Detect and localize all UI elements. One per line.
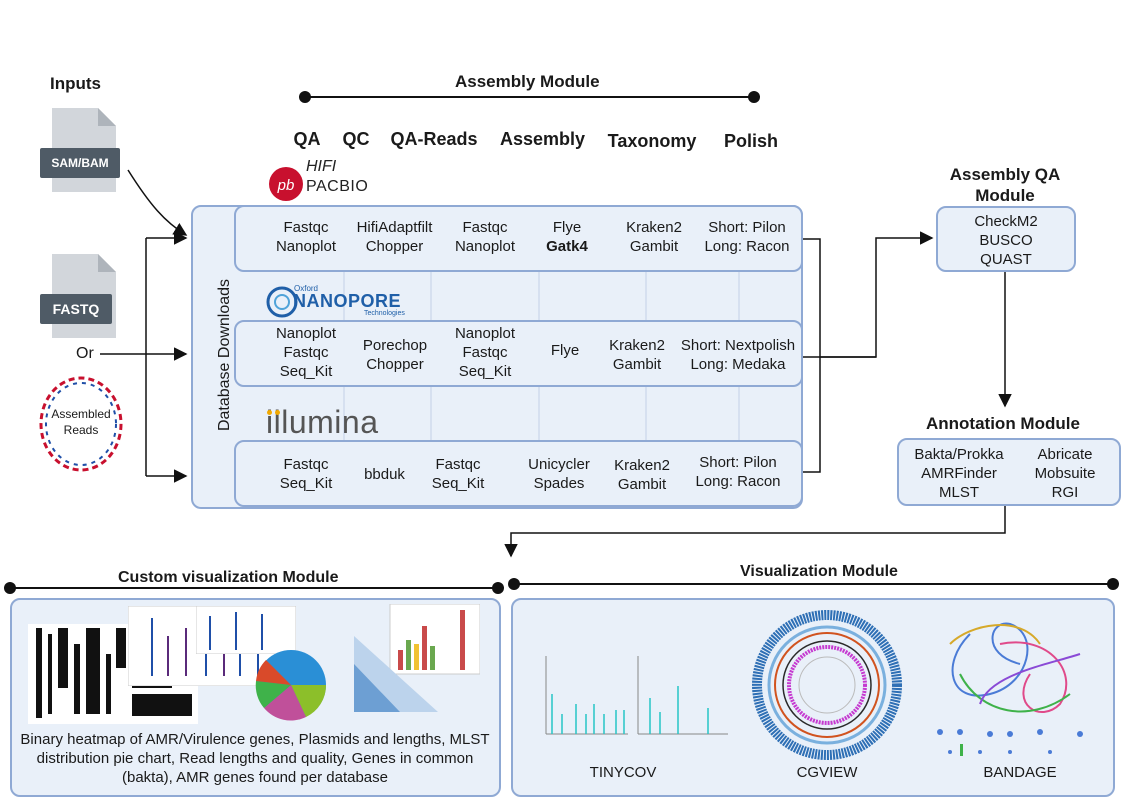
annotation-panel [897,438,1121,506]
col-header-qa-reads: QA-Reads [390,129,478,149]
assembly-qa-tools: CheckM2 BUSCO QUAST [974,213,1038,268]
inputs-title: Inputs [50,74,101,93]
col-header-qa: QA [293,129,321,149]
sam-bam-file: SAM/BAM [40,106,120,194]
annotation-to-viz-arrow [504,504,1006,558]
nanopore-text: NANOPORE [293,291,402,311]
pacbio-polish-tools: Short: Pilon Long: Racon [704,219,790,255]
pacbio-logo: pb HIFI PACBIO [268,158,378,201]
nanopore-oxford-text: Oxford [294,284,319,293]
nanopore-qa-reads-tools: Nanoplot Fastqc Seq_Kit [454,325,516,380]
assembly-module-title: Assembly Module [455,72,600,91]
assembled-reads-icon: Assembled Reads [36,372,126,476]
bandage-thumbnail [937,622,1083,756]
svg-text:pb: pb [277,177,295,194]
assembly-qa-panel [936,206,1076,272]
pacbio-assembly-extra-tool: Gatk4 [546,238,588,255]
sam-bam-arrow [127,169,188,236]
fastq-file: FASTQ [40,252,118,340]
illumina-dot-icon [275,410,280,415]
annotation-right-tools: Abricate Mobsuite RGI [1034,446,1096,501]
tinycov-label: TINYCOV [589,764,657,781]
col-header-taxonomy: Taxonomy [607,131,697,151]
illumina-qa-reads-tools: Fastqc Seq_Kit [431,456,485,492]
mlst-pie-thumbnail [255,650,327,721]
custom-viz-description: Binary heatmap of AMR/Virulence genes, P… [20,731,490,786]
fastq-label: FASTQ [40,294,112,324]
pacbio-qa-tools: Fastqc Nanoplot [275,219,337,255]
pacbio-assembly-tool: Flye [552,219,582,236]
custom-viz-title: Custom visualization Module [118,569,339,586]
col-header-assembly: Assembly [499,129,586,149]
to-qa-arrow [820,231,934,358]
tinycov-thumbnail [545,656,728,735]
pacbio-row [234,205,803,272]
visualization-title: Visualization Module [740,563,898,580]
illumina-assembly-tools: Unicycler Spades [528,456,590,492]
nanopore-assembly-tool: Flye [550,342,580,359]
illumina-polish-tools: Short: Pilon Long: Racon [695,454,781,490]
nanopore-taxonomy-tools: Kraken2 Gambit [609,337,665,373]
illumina-qa-tools: Fastqc Seq_Kit [279,456,333,492]
pacbio-qc-tools: HifiAdaptfilt Chopper [356,219,433,255]
pacbio-mark-icon: pb [269,167,303,201]
visualization-panel [511,598,1115,797]
illumina-logo: illumina [266,402,396,442]
output-merge-line [800,238,821,473]
illumina-taxonomy-tools: Kraken2 Gambit [614,457,670,493]
nanopore-mark-icon [266,286,298,318]
illumina-dot-icon [267,410,272,415]
bandage-label: BANDAGE [983,764,1057,781]
assembled-reads-label: Assembled Reads [51,407,111,437]
cgview-label: CGVIEW [796,764,858,781]
nanopore-qa-tools: Nanoplot Fastqc Seq_Kit [275,325,337,380]
pacbio-text: PACBIO [306,178,369,195]
dna-circle-icon [39,376,123,472]
col-header-polish: Polish [723,131,778,151]
database-downloads-label: Database Downloads [216,278,233,432]
genes-common-thumbnail [354,604,480,712]
illumina-text: illumina [266,404,379,440]
illumina-qc-tools: bbduk [364,466,405,483]
pacbio-taxonomy-tools: Kraken2 Gambit [626,219,682,255]
nanopore-polish-tools: Short: Nextpolish Long: Medaka [680,337,796,373]
cgview-thumbnail [752,610,902,760]
nanopore-row [234,320,803,387]
col-header-qc: QC [342,129,370,149]
illumina-row [234,440,803,507]
pacbio-qa-reads-tools: Fastqc Nanoplot [454,219,516,255]
nanopore-technologies-text: Technologies [364,310,405,317]
pacbio-hifi-text: HIFI [306,158,337,175]
annotation-left-tools: Bakta/Prokka AMRFinder MLST [914,446,1004,501]
annotation-title: Annotation Module [926,414,1080,433]
plasmid-line-thumbnail [196,606,296,654]
or-label: Or [76,345,94,362]
assembly-qa-title: Assembly QA Module [949,165,1061,205]
nanopore-logo: Oxford NANOPORE Technologies [266,284,406,320]
nanopore-qc-tools: Porechop Chopper [362,337,428,373]
sam-bam-label: SAM/BAM [40,148,120,178]
